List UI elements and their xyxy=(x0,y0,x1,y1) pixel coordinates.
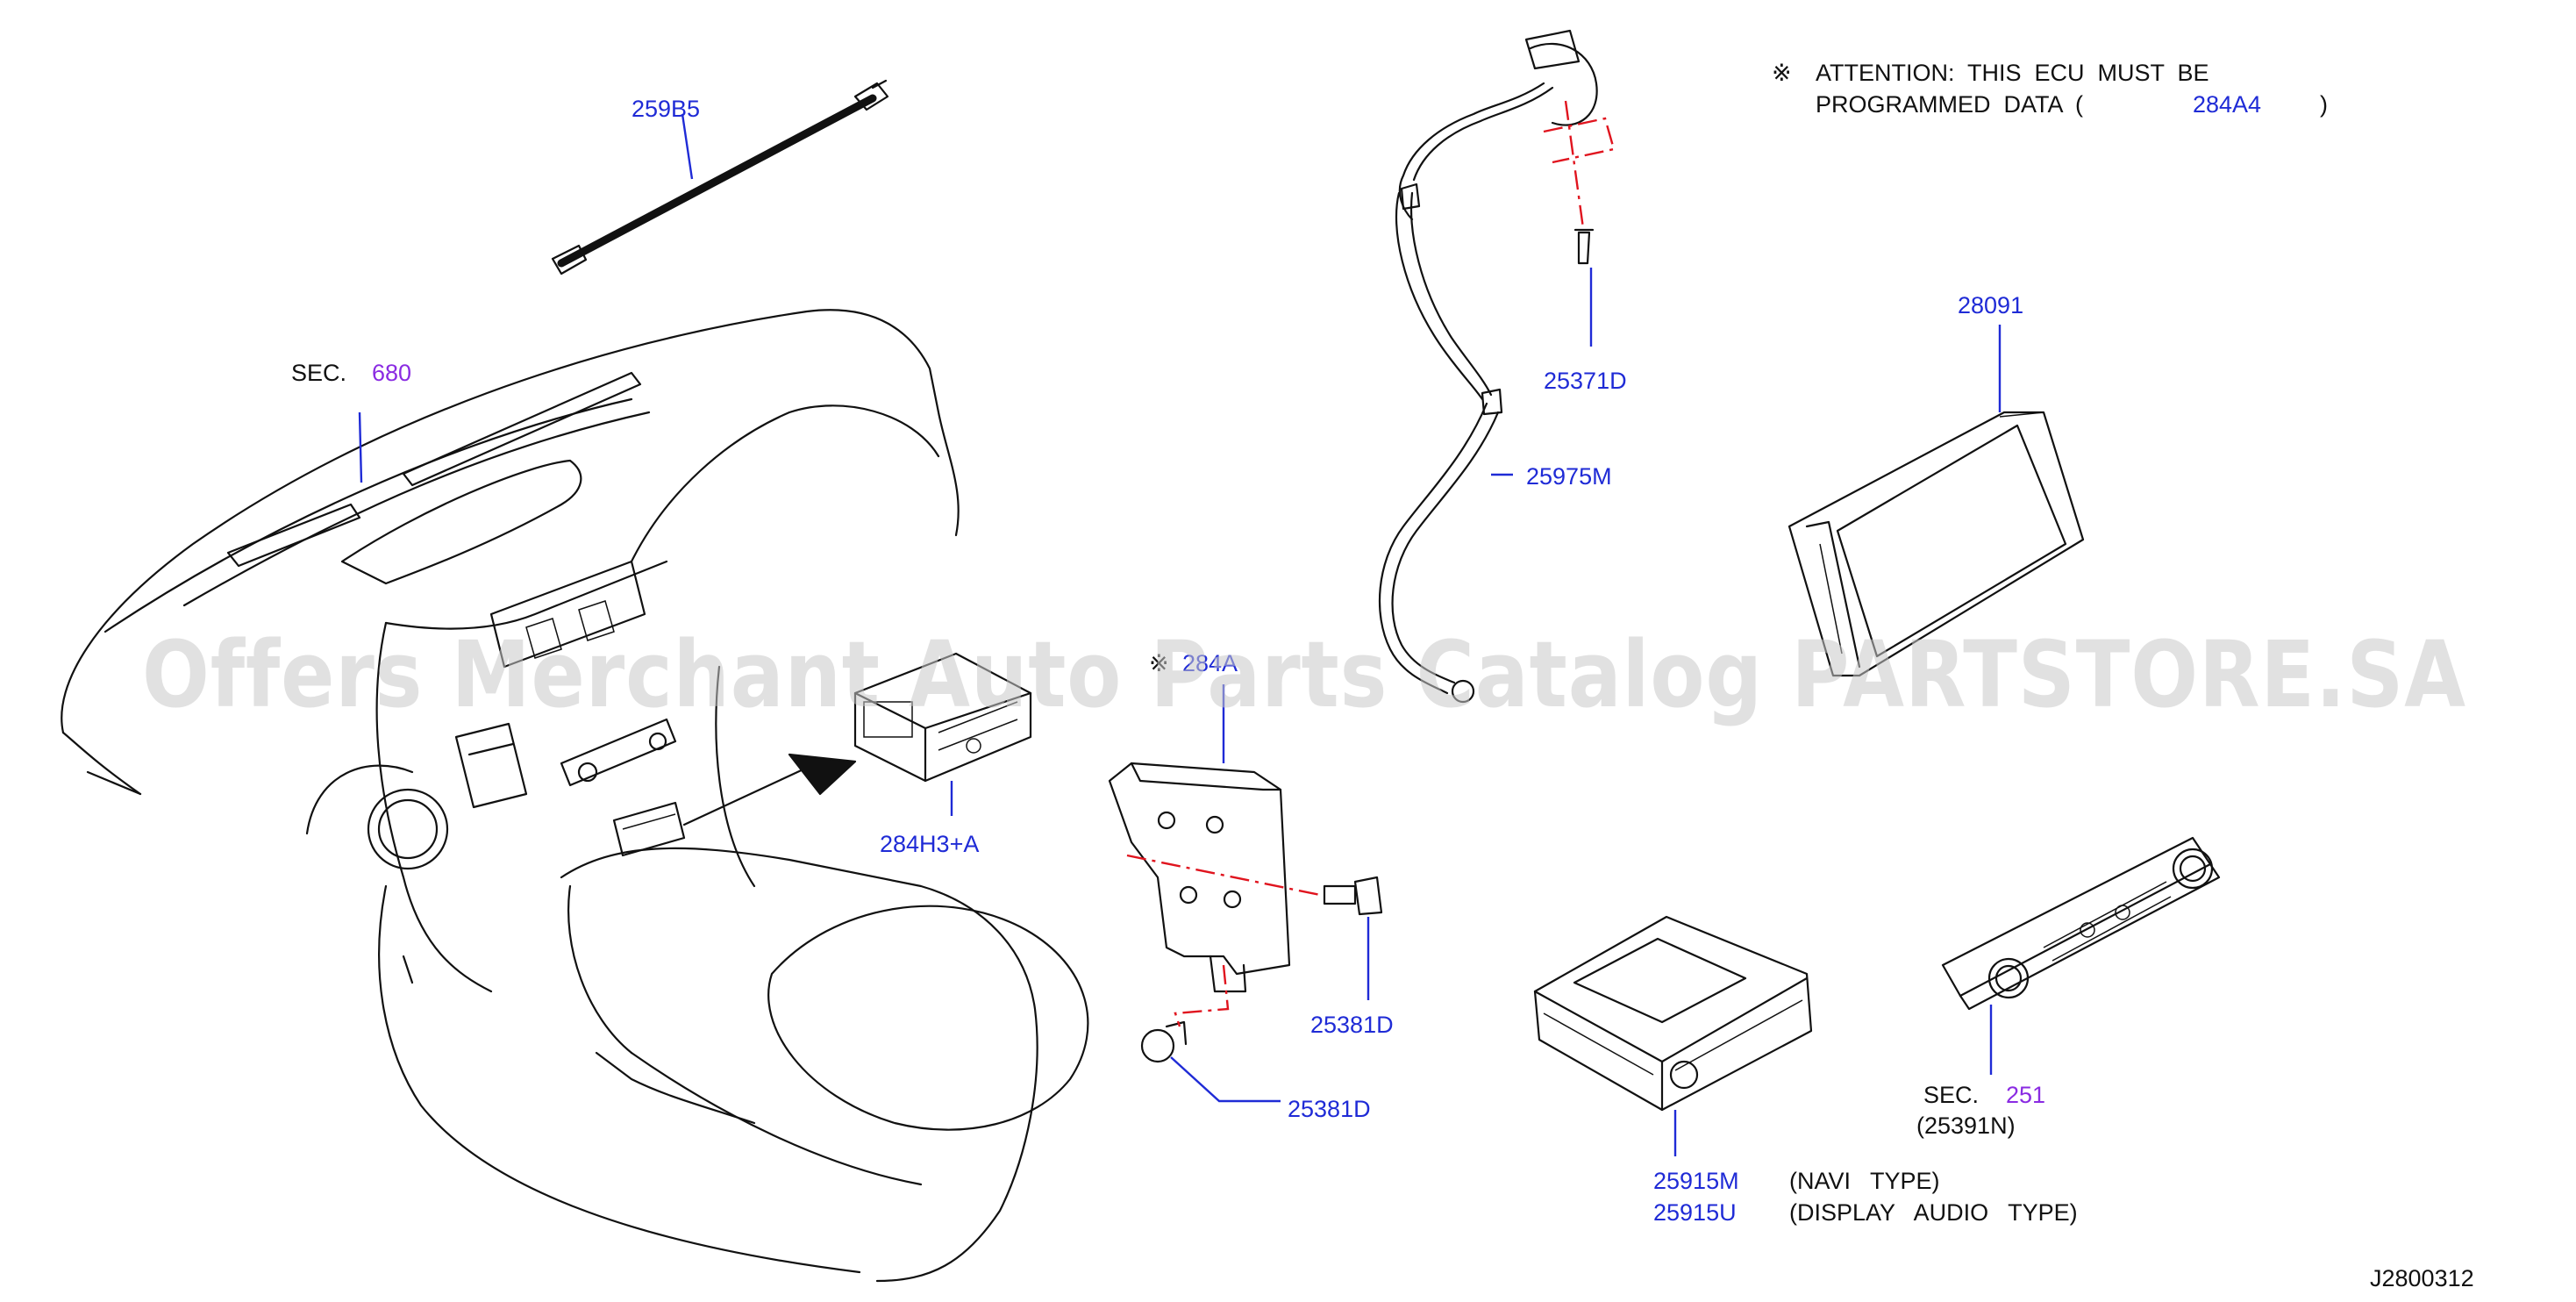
cable-25975M-illustration xyxy=(1378,29,1598,704)
attention-line2: PROGRAMMED DATA ( xyxy=(1816,91,2083,118)
part-label-284A4-mark: ※ xyxy=(1149,650,1169,676)
ecu-284A4-illustration xyxy=(1108,762,1383,1063)
section-ref-251: 251 xyxy=(2006,1082,2045,1108)
part-label-259B5: 259B5 xyxy=(632,96,700,122)
type-label-display-audio: (DISPLAY AUDIO TYPE) xyxy=(1789,1199,2078,1226)
diagram-id: J2800312 xyxy=(2370,1265,2474,1291)
section-ref-680: 680 xyxy=(372,360,411,386)
part-label-25381D-upper: 25381D xyxy=(1310,1012,1394,1038)
part-label-25371D: 25371D xyxy=(1544,368,1627,394)
part-label-25915M: 25915M xyxy=(1653,1168,1739,1194)
part-label-25381D-lower: 25381D xyxy=(1288,1096,1371,1122)
part-label-28091: 28091 xyxy=(1958,292,2023,318)
section-prefix-680: SEC. xyxy=(291,360,346,386)
part-label-25391N: (25391N) xyxy=(1916,1112,2016,1139)
attention-line1: ATTENTION: THIS ECU MUST BE xyxy=(1816,60,2209,86)
attention-part-number: 284A4 xyxy=(2193,91,2261,118)
control-panel-25391N-illustration xyxy=(1941,836,2221,1011)
module-284H3A-illustration xyxy=(853,652,1032,783)
unit-25915M-illustration xyxy=(1533,915,1813,1112)
watermark: Offers Merchant Auto Parts Catalog PARTS… xyxy=(142,621,2466,728)
section-prefix-251: SEC. xyxy=(1923,1082,1979,1108)
display-28091-illustration xyxy=(1788,411,2085,677)
part-label-284H3A: 284H3+A xyxy=(880,831,979,857)
dashboard-illustration xyxy=(61,309,1089,1283)
attention-mark: ※ xyxy=(1772,60,1792,86)
cable-259B5-illustration xyxy=(551,79,889,275)
type-label-navi: (NAVI TYPE) xyxy=(1789,1168,1940,1194)
part-label-25915U: 25915U xyxy=(1653,1199,1737,1226)
part-label-284A4: 284A xyxy=(1182,650,1238,676)
part-label-25975M: 25975M xyxy=(1526,463,1612,490)
attention-close: ) xyxy=(2320,91,2328,118)
